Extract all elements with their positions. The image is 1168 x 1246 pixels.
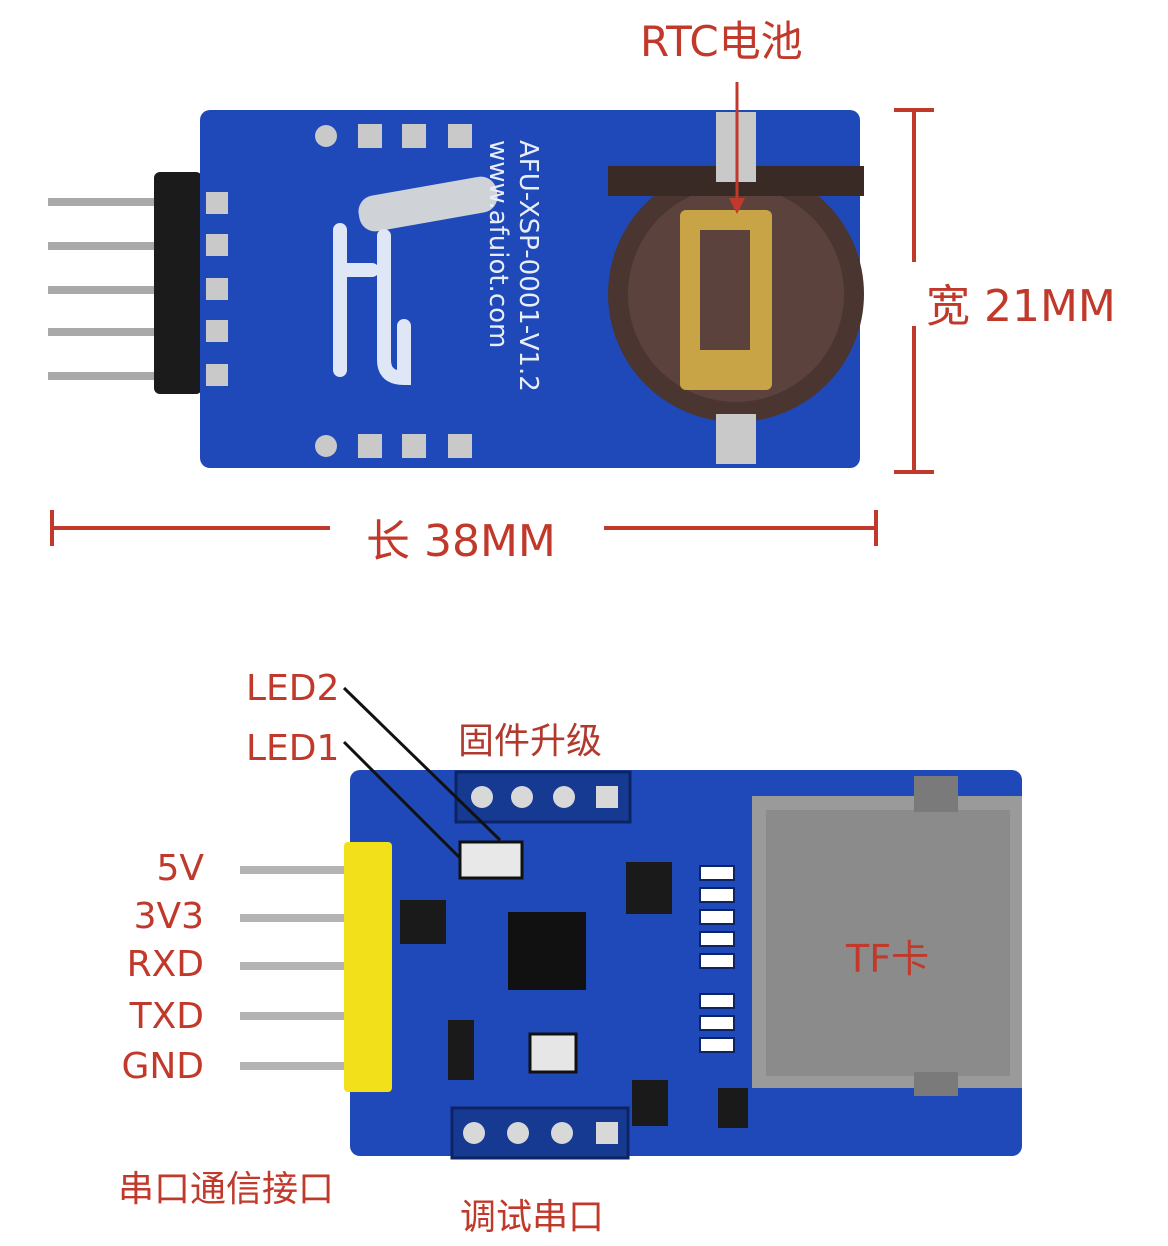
pin-label-3v3: 3V3 xyxy=(133,896,204,937)
led1-leader xyxy=(342,740,462,860)
top-header-pins xyxy=(48,172,202,394)
pin-label-rxd: RXD xyxy=(126,944,204,985)
serial-interface-label: 串口通信接口 xyxy=(118,1169,335,1210)
length-dimension xyxy=(50,510,878,546)
tf-card-label: TF卡 xyxy=(846,937,930,981)
main-chip xyxy=(508,912,586,990)
svg-text:www.afuiot.com: www.afuiot.com xyxy=(483,140,513,348)
tf-card-slot xyxy=(752,776,1022,1096)
rtc-battery-holder xyxy=(608,112,864,464)
width-dimension xyxy=(894,108,934,474)
rtc-battery-label: RTC电池 xyxy=(640,17,803,66)
bottom-header-pins xyxy=(240,842,392,1092)
debug-serial-label: 调试串口 xyxy=(460,1197,605,1238)
led-component xyxy=(458,840,524,880)
top-board: AFU-XSP-0001-V1.2 www.afuiot.com xyxy=(48,82,864,468)
led2-leader xyxy=(342,686,502,842)
afu-logo xyxy=(333,223,411,386)
width-label: 宽 21MM xyxy=(926,281,1116,332)
crystal xyxy=(358,176,498,232)
led1-label: LED1 xyxy=(246,728,340,769)
pin-label-gnd: GND xyxy=(121,1046,204,1087)
bottom-board xyxy=(240,686,1022,1160)
firmware-upgrade-label: 固件升级 xyxy=(458,721,603,762)
length-label: 长 38MM xyxy=(366,516,556,567)
svg-text:AFU-XSP-0001-V1.2: AFU-XSP-0001-V1.2 xyxy=(513,140,543,392)
led2-label: LED2 xyxy=(246,668,340,709)
pin-label-txd: TXD xyxy=(129,996,204,1037)
pin-label-5v: 5V xyxy=(156,848,204,889)
